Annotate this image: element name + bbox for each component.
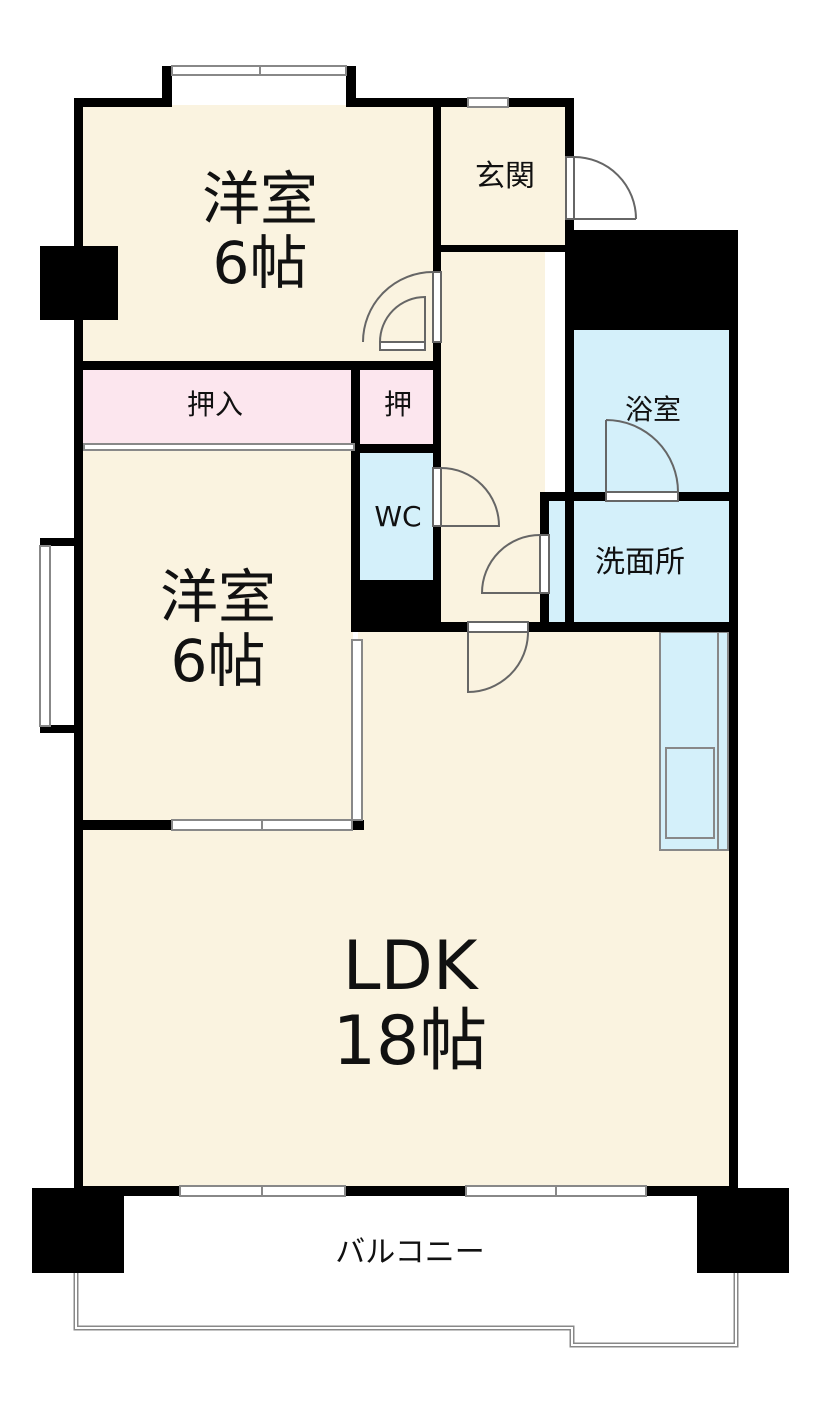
- bedroom-middle-label: 洋室 6帖: [138, 563, 298, 695]
- entrance-floor: [440, 105, 570, 250]
- closet-large-label: 押入: [186, 388, 243, 421]
- hallway-floor: [440, 250, 545, 630]
- balcony-label: バルコニー: [335, 1235, 485, 1270]
- bathroom-label: 浴室: [624, 393, 681, 426]
- ldk-label: LDK 18帖: [300, 927, 520, 1081]
- bedroom-north-label: 洋室 6帖: [180, 165, 340, 297]
- toilet-floor: [358, 450, 436, 582]
- washroom-label: 洗面所: [595, 545, 685, 580]
- kitchen-sink: [665, 747, 715, 839]
- closet-large-floor: [80, 368, 352, 446]
- closet-small-floor: [358, 368, 436, 446]
- washroom-floor: [548, 500, 730, 624]
- entrance-label: 玄関: [475, 159, 535, 194]
- bathroom-floor: [574, 328, 730, 496]
- bedroom-north-floor: [80, 105, 435, 363]
- bedroom-north-size: 6帖: [212, 228, 308, 297]
- ldk-size: 18帖: [332, 1001, 488, 1081]
- ldk-name: LDK: [342, 927, 478, 1006]
- bedroom-middle-size: 6帖: [170, 626, 266, 695]
- kitchen-counter: [659, 631, 729, 851]
- closet-small-label: 押: [383, 388, 412, 421]
- toilet-label: WC: [374, 500, 422, 533]
- bedroom-middle-floor: [80, 450, 353, 826]
- bedroom-north-name: 洋室: [201, 165, 318, 233]
- ldk-floor: [80, 630, 733, 1192]
- bedroom-middle-name: 洋室: [159, 563, 276, 631]
- doors: [362, 156, 679, 694]
